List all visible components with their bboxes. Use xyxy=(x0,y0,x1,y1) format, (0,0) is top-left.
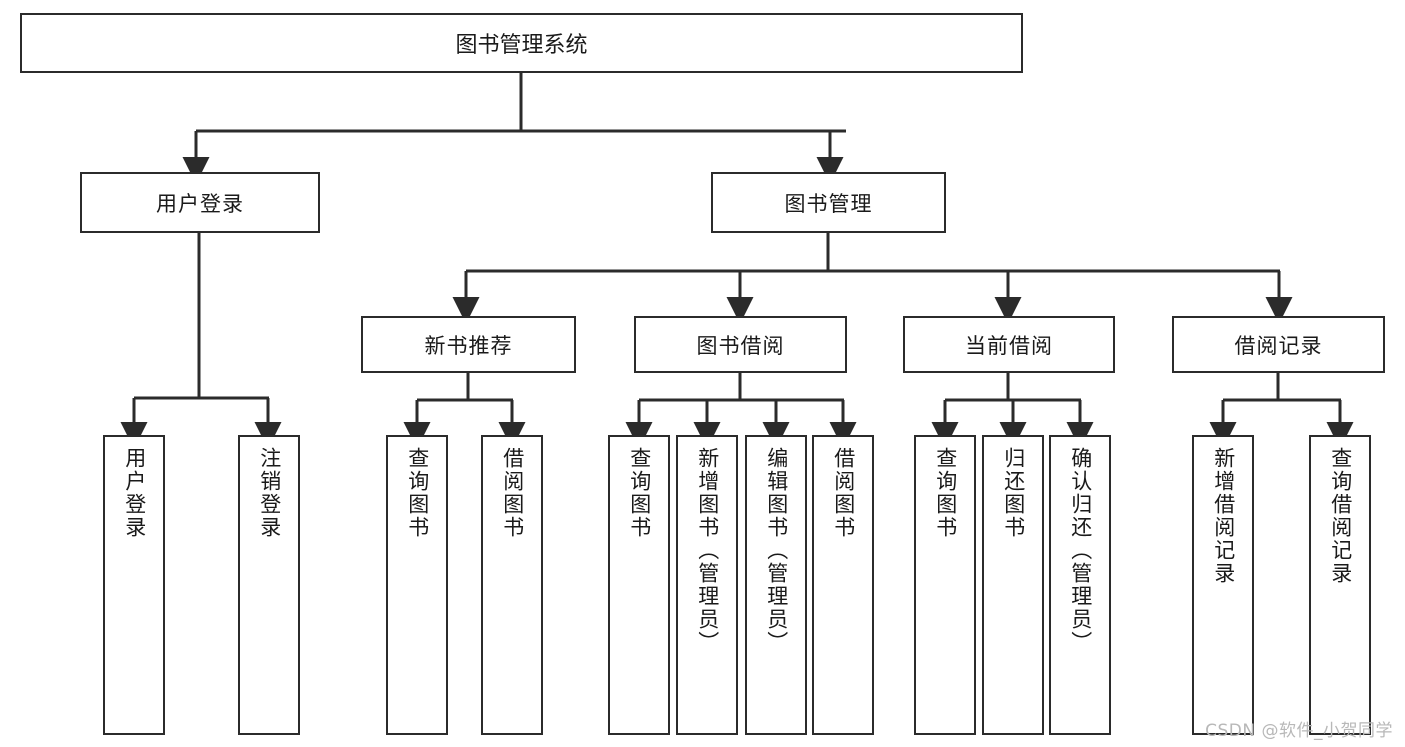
leaf-new-book-borrow[interactable]: 借阅图书 xyxy=(481,435,543,735)
node-new-book-recommend[interactable]: 新书推荐 xyxy=(361,316,576,373)
node-borrow-record[interactable]: 借阅记录 xyxy=(1172,316,1385,373)
node-label: 当前借阅 xyxy=(965,333,1053,358)
leaf-borrow-add-book[interactable]: 新增图书（管理员） xyxy=(676,435,738,735)
leaf-label: 确认归还（管理员） xyxy=(1068,447,1093,654)
leaf-label: 注销登录 xyxy=(257,447,282,539)
leaf-label: 借阅图书 xyxy=(831,447,856,539)
leaf-current-return-book[interactable]: 归还图书 xyxy=(982,435,1044,735)
leaf-borrow-borrow-book[interactable]: 借阅图书 xyxy=(812,435,874,735)
node-label: 图书管理 xyxy=(784,191,873,216)
node-current-borrow[interactable]: 当前借阅 xyxy=(903,316,1115,373)
leaf-label: 用户登录 xyxy=(122,447,147,539)
node-book-management[interactable]: 图书管理 xyxy=(711,172,946,233)
leaf-label: 查询图书 xyxy=(627,447,652,539)
leaf-borrow-edit-book[interactable]: 编辑图书（管理员） xyxy=(745,435,807,735)
leaf-borrow-query-book[interactable]: 查询图书 xyxy=(608,435,670,735)
node-label: 图书借阅 xyxy=(696,333,785,358)
leaf-label: 借阅图书 xyxy=(500,447,525,539)
node-book-borrow[interactable]: 图书借阅 xyxy=(634,316,847,373)
node-user-login[interactable]: 用户登录 xyxy=(80,172,320,233)
leaf-record-query[interactable]: 查询借阅记录 xyxy=(1309,435,1371,735)
leaf-label: 查询图书 xyxy=(405,447,430,539)
leaf-label: 查询图书 xyxy=(933,447,958,539)
leaf-record-add[interactable]: 新增借阅记录 xyxy=(1192,435,1254,735)
leaf-user-login-login[interactable]: 用户登录 xyxy=(103,435,165,735)
leaf-label: 查询借阅记录 xyxy=(1328,447,1353,585)
watermark: CSDN @软件_小贺同学 xyxy=(1205,721,1393,741)
leaf-label: 新增图书（管理员） xyxy=(695,447,720,654)
leaf-label: 归还图书 xyxy=(1001,447,1026,539)
node-label: 新书推荐 xyxy=(424,333,513,358)
node-label: 图书管理系统 xyxy=(455,33,588,58)
leaf-new-book-query[interactable]: 查询图书 xyxy=(386,435,448,735)
leaf-current-confirm-return[interactable]: 确认归还（管理员） xyxy=(1049,435,1111,735)
leaf-user-login-logout[interactable]: 注销登录 xyxy=(238,435,300,735)
leaf-current-query-book[interactable]: 查询图书 xyxy=(914,435,976,735)
leaf-label: 编辑图书（管理员） xyxy=(764,447,789,654)
leaf-label: 新增借阅记录 xyxy=(1211,447,1236,585)
node-label: 用户登录 xyxy=(156,191,244,216)
node-label: 借阅记录 xyxy=(1234,333,1323,358)
node-root-system[interactable]: 图书管理系统 xyxy=(20,13,1023,73)
